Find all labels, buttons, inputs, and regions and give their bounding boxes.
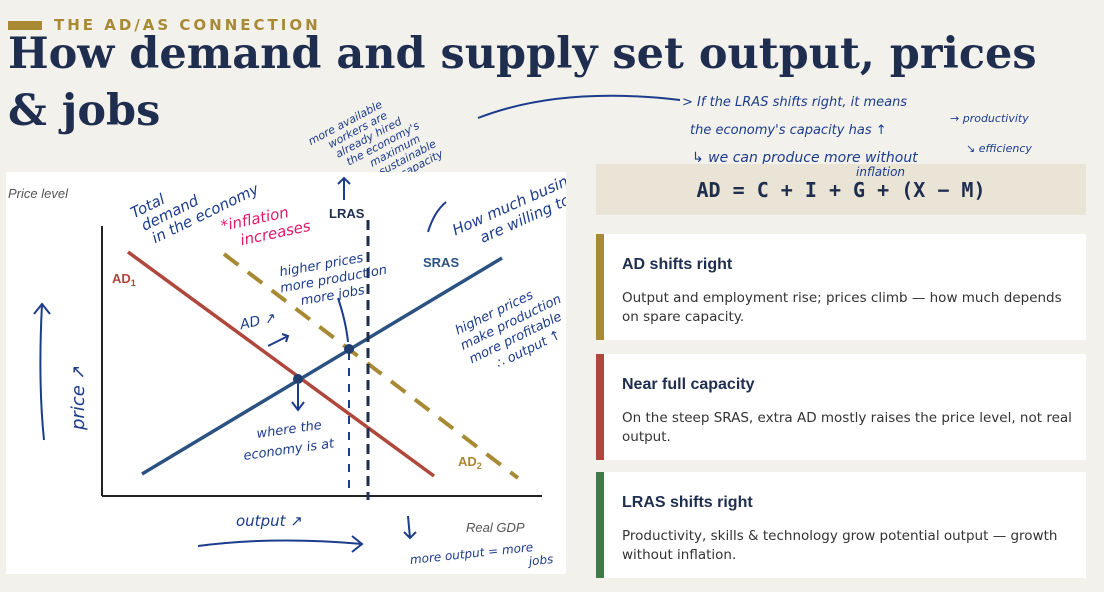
card-body: Productivity, skills & technology grow p… — [622, 528, 1058, 563]
hw-arrow-output — [197, 535, 364, 553]
ad1-curve — [126, 250, 436, 478]
ad2-label: AD2 — [458, 454, 482, 471]
formula-box: AD = C + I + G + (X − M) — [596, 164, 1086, 215]
annotation-higher-prices-mid: higher prices more production more jobs — [278, 251, 388, 309]
hw-arrow-mid — [337, 297, 349, 343]
ad1-label-main: AD — [112, 271, 131, 286]
annotation-higher-prices-right: higher prices make production more profi… — [453, 288, 564, 372]
page-title: How demand and supply set output, prices… — [8, 29, 1037, 136]
annotation-productivity: → productivity — [950, 112, 1029, 125]
eyebrow-text: THE AD/AS CONNECTION — [54, 16, 321, 34]
card-lras-shifts-right: LRAS shifts right Productivity, skills &… — [596, 472, 1086, 578]
ad2-label-sub: 2 — [477, 461, 482, 471]
annotation-output: output ↗ — [236, 512, 303, 530]
annotation-how-much: How much businesses are willing to produ… — [450, 172, 566, 247]
hw-arrow-capacity — [337, 176, 351, 200]
annotation-more-output-line2: jobs — [526, 552, 554, 569]
annotation-lras-shift-line2: the economy's capacity has ↑ — [690, 123, 887, 138]
annotation-price: price ↗ — [68, 364, 89, 431]
adas-diagram-panel: Price level Real GDP LRAS SRAS AD1 AD2 T… — [6, 172, 566, 574]
y-axis-label: Price level — [8, 186, 69, 201]
annotation-max-capacity: more available workers are already hired… — [306, 98, 446, 172]
annotation-more-output: more output = more jobs — [409, 540, 554, 569]
x-axis-label: Real GDP — [466, 520, 525, 535]
card-ad-shifts-right: AD shifts right Output and employment ri… — [596, 234, 1086, 340]
ad2-curve — [222, 252, 520, 480]
ad2-label-main: AD — [458, 454, 477, 469]
eyebrow-bar — [8, 20, 42, 30]
ad1-label: AD1 — [112, 271, 136, 288]
card-accent-bar — [596, 472, 604, 578]
card-near-full-capacity: Near full capacity On the steep SRAS, ex… — [596, 354, 1086, 460]
card-body: Output and employment rise; prices climb… — [622, 290, 1062, 325]
top-annotations: more available workers are already hired… — [306, 94, 1032, 172]
card-title: LRAS shifts right — [622, 494, 753, 511]
card-accent-bar — [596, 234, 604, 340]
hw-arrow-more-output — [403, 515, 417, 540]
card-title: Near full capacity — [622, 376, 755, 393]
adas-diagram: Price level Real GDP LRAS SRAS AD1 AD2 T… — [8, 172, 566, 569]
sras-label: SRAS — [423, 255, 459, 270]
annotation-inflation-word: inflation — [856, 165, 905, 179]
equilibrium-point-2 — [344, 344, 354, 354]
lras-label: LRAS — [329, 206, 365, 221]
annotation-lras-shift: > If the LRAS shifts right, it means the… — [682, 95, 1032, 166]
ad1-label-sub: 1 — [131, 278, 136, 288]
hw-arrow-how-much — [427, 201, 447, 233]
annotation-efficiency: ↘ efficiency — [966, 142, 1032, 155]
annotation-where-economy: where the economy is at — [243, 418, 336, 464]
formula-text: AD = C + I + G + (X − M) — [696, 177, 986, 202]
card-accent-bar — [596, 354, 604, 460]
hw-arrow-ad-shift — [267, 333, 290, 347]
sras-curve — [141, 256, 503, 476]
annotation-lras-shift-line1: > If the LRAS shifts right, it means — [682, 95, 907, 110]
hw-arrow-lras-shift — [477, 94, 681, 119]
hw-arrow-equilibrium — [291, 384, 305, 412]
annotation-ad-arrow: AD ↗ — [238, 310, 278, 333]
card-body: On the steep SRAS, extra AD mostly raise… — [622, 410, 1072, 445]
eyebrow: THE AD/AS CONNECTION — [8, 16, 321, 34]
annotation-more-output-line1: more output = more — [409, 540, 534, 567]
hw-arrow-price — [33, 302, 51, 441]
annotation-produce-more: ↳ we can produce more without — [692, 150, 918, 166]
equilibrium-point-1 — [293, 374, 303, 384]
formula-annotation: inflation — [856, 165, 905, 179]
card-title: AD shifts right — [622, 256, 733, 273]
